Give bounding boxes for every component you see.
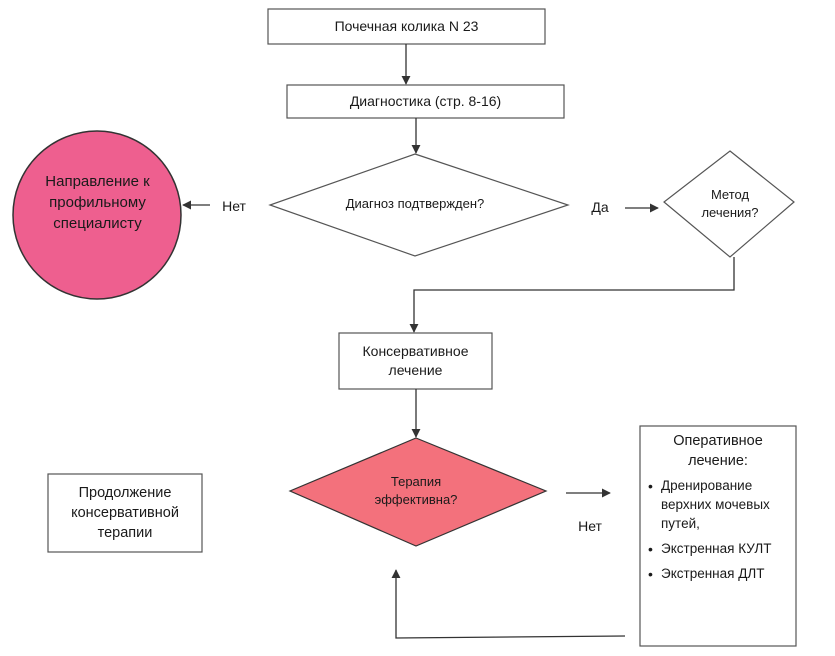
operative-list: Дренирование верхних мочевых путей, Экст…: [640, 477, 796, 584]
edge-label-no-bottom: Нет: [578, 517, 602, 534]
continue-conservative-label: Продолжение консервативной терапии: [71, 484, 179, 542]
diagnosis-decision-diamond: [268, 153, 570, 257]
edge-label-no-left: Нет: [222, 197, 246, 214]
arrow-method-to-conservative: [409, 257, 735, 333]
therapy-decision-diamond: [288, 437, 548, 547]
conservative-box: [338, 332, 493, 390]
continue-conservative-box: [47, 473, 203, 553]
operative-item: Экстренная ДЛТ: [648, 565, 796, 584]
therapy-decision-label: Терапия эффективна?: [374, 474, 458, 507]
diagnostics-box: [286, 84, 565, 119]
start-box: [267, 8, 546, 45]
diagnosis-decision-label: Диагноз подтвержден?: [345, 196, 485, 212]
method-decision-label: Метод лечения?: [701, 187, 759, 220]
start-label: Почечная колика N 23: [334, 18, 479, 35]
arrow-operative-return: [391, 569, 626, 639]
diagnostics-label: Диагностика (стр. 8-16): [349, 93, 502, 110]
referral-label: Направление к профильному специалисту: [45, 173, 150, 232]
referral-circle: [12, 130, 182, 300]
operative-item: Экстренная КУЛТ: [648, 540, 796, 559]
operative-item: Дренирование верхних мочевых путей,: [648, 477, 796, 534]
operative-title: Оперативное лечение:: [673, 433, 763, 469]
method-decision-diamond: [663, 150, 795, 258]
operative-content: Оперативное лечение: Дренирование верхни…: [640, 426, 796, 646]
edge-label-yes-right: Да: [591, 198, 609, 215]
operative-box: [639, 425, 797, 647]
conservative-label: Консервативное лечение: [362, 343, 469, 378]
